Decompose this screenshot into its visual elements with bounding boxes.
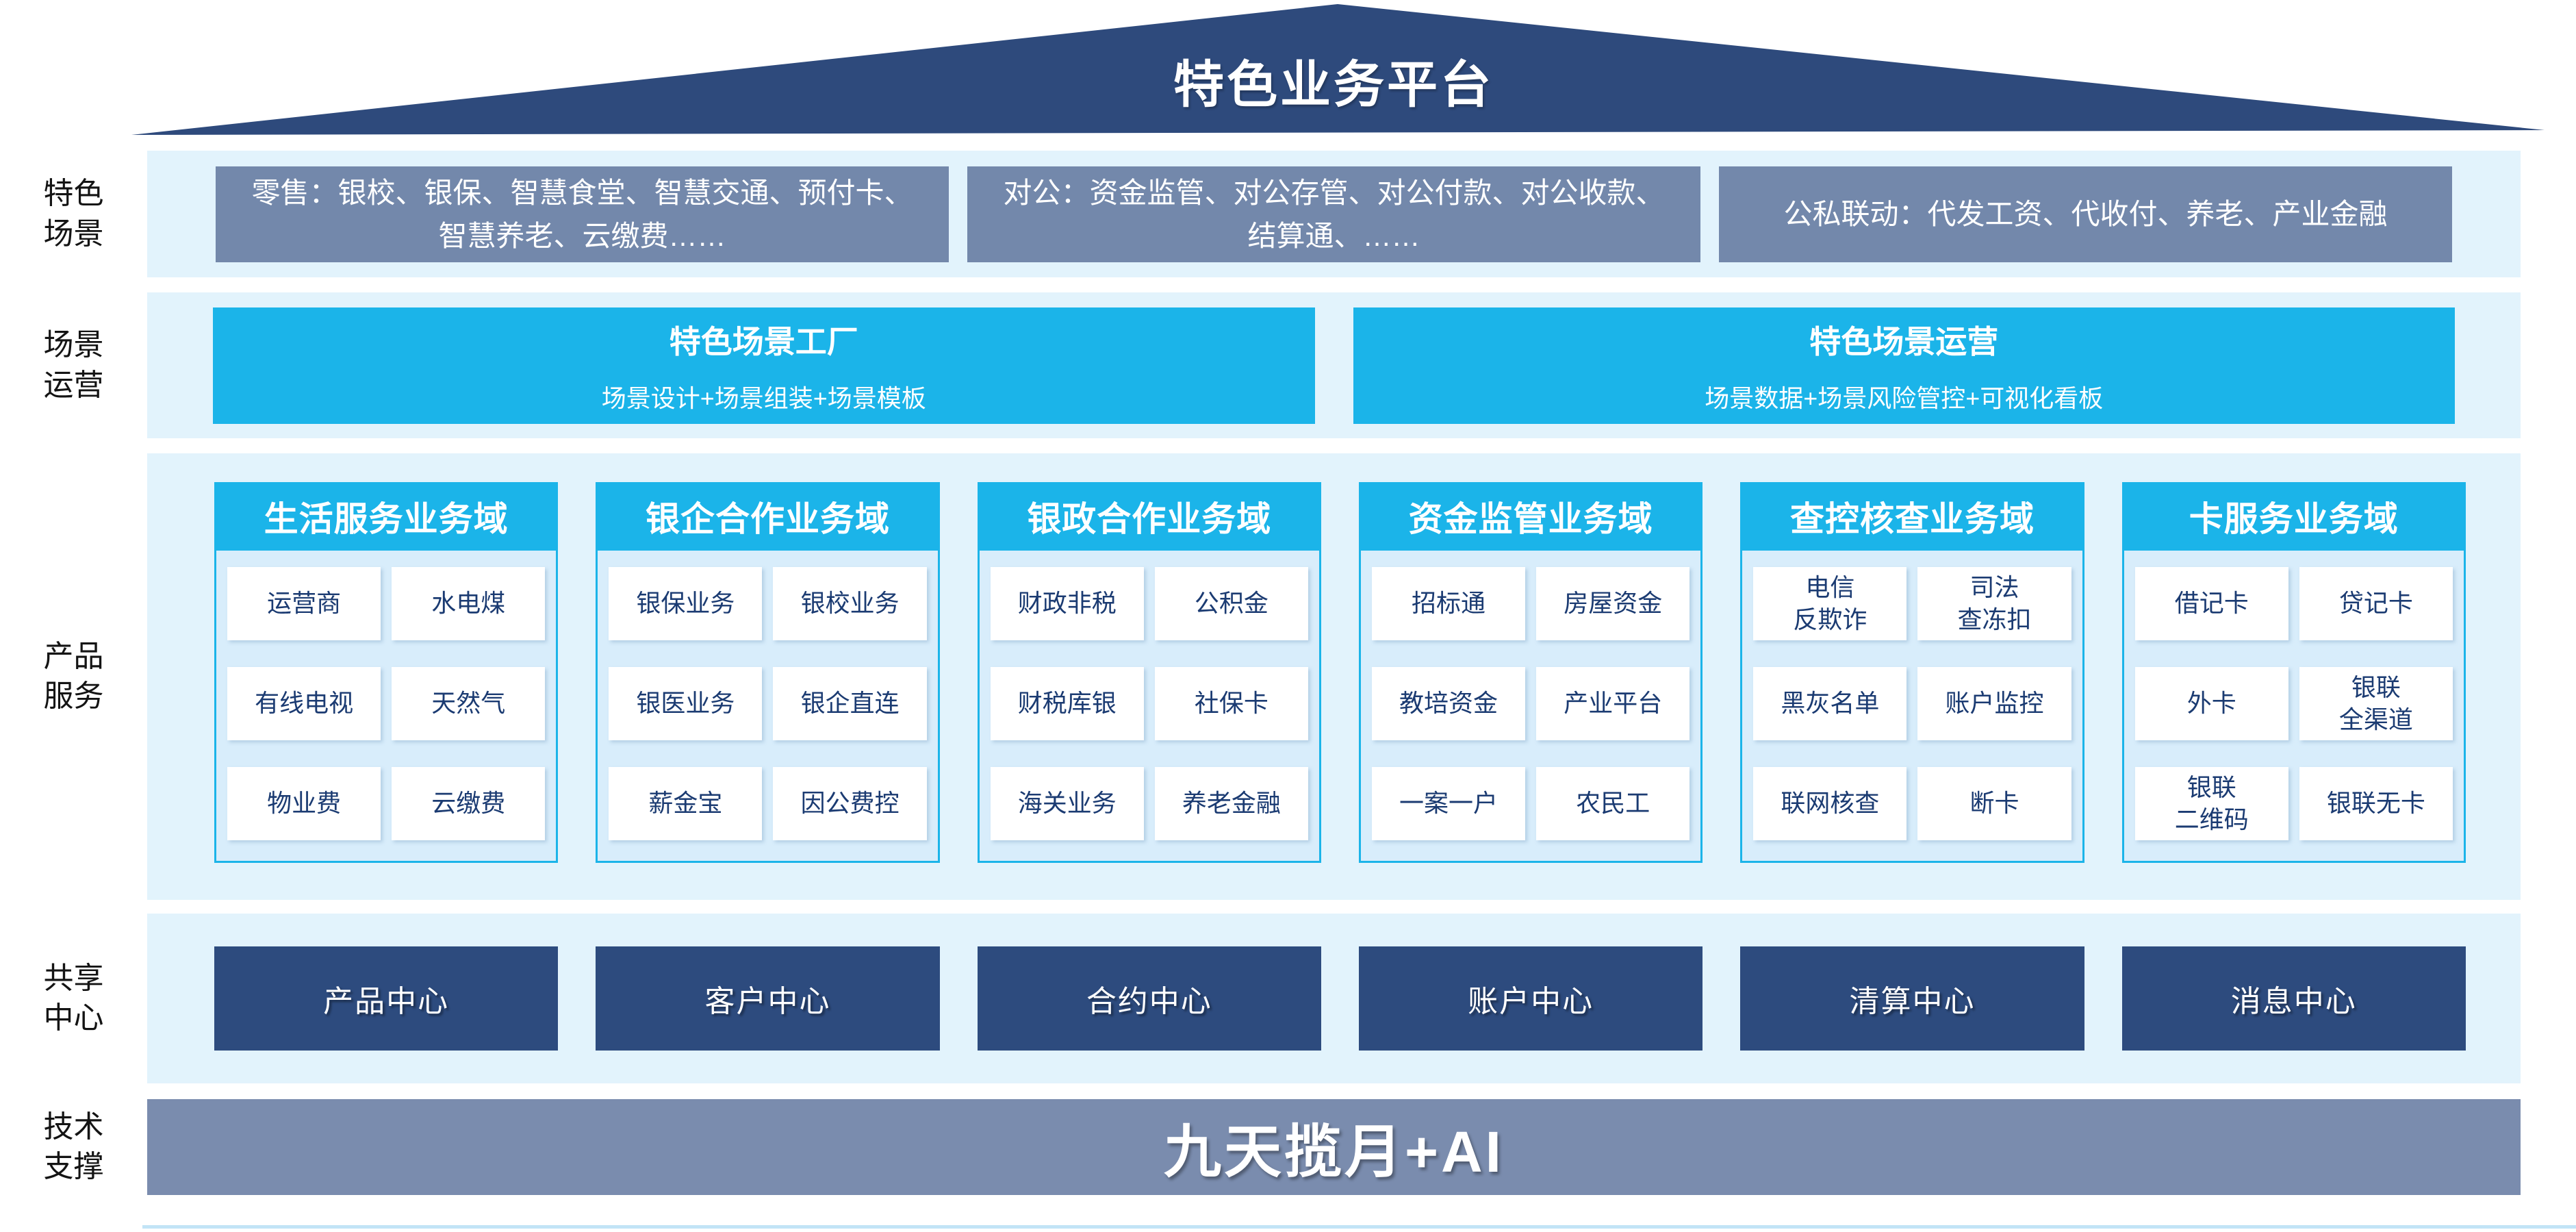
bottom-divider-line (142, 1225, 2576, 1229)
product-cell: 养老金融 (1154, 767, 1308, 840)
product-cell: 银联无卡 (2299, 767, 2453, 840)
product-cell: 社保卡 (1154, 667, 1308, 740)
scenario-box-corporate: 对公：资金监管、对公存管、对公付款、对公收款、结算通、…… (967, 166, 1700, 262)
product-cell: 银联 二维码 (2134, 767, 2288, 840)
product-cell: 财税库银 (990, 667, 1144, 740)
product-cell: 电信 反欺诈 (1753, 567, 1907, 640)
center-box-clearing: 清算中心 (1740, 946, 2084, 1051)
domain-header: 银企合作业务域 (596, 482, 940, 551)
scenario-band: 零售：银校、银保、智慧食堂、智慧交通、预付卡、智慧养老、云缴费…… 对公：资金监… (147, 151, 2521, 277)
side-label-scenario: 特色 场景 (43, 177, 104, 251)
side-label-support: 技术 支撑 (43, 1109, 104, 1183)
product-cell: 账户监控 (1917, 667, 2071, 740)
domain-column-bank-government: 银政合作业务域 财政非税 公积金 财税库银 社保卡 海关业务 养老金融 (977, 482, 1321, 863)
domain-header: 生活服务业务域 (214, 482, 559, 551)
center-box-message: 消息中心 (2121, 946, 2466, 1051)
platform-title: 特色业务平台 (1173, 55, 1494, 113)
product-cell: 农民工 (1536, 767, 1690, 840)
product-cell: 银联 全渠道 (2299, 667, 2453, 740)
tech-support-text: 九天揽月+AI (1163, 1119, 1505, 1184)
product-cell: 因公费控 (773, 767, 927, 840)
operation-band: 特色场景工厂 场景设计+场景组装+场景模板 特色场景运营 场景数据+场景风险管控… (147, 292, 2521, 438)
domain-header: 资金监管业务域 (1358, 482, 1703, 551)
product-cell: 银保业务 (609, 567, 763, 640)
product-cell: 银医业务 (609, 667, 763, 740)
product-band: 生活服务业务域 运营商 水电煤 有线电视 天然气 物业费 云缴费 银企合作业务域… (147, 453, 2521, 900)
scene-operation-box: 特色场景运营 场景数据+场景风险管控+可视化看板 (1353, 307, 2455, 424)
shared-band: 产品中心 客户中心 合约中心 账户中心 清算中心 消息中心 (147, 914, 2521, 1083)
domain-header: 查控核查业务域 (1740, 482, 2084, 551)
product-cell: 联网核查 (1753, 767, 1907, 840)
product-cell: 水电煤 (392, 567, 546, 640)
scene-factory-title: 特色场景工厂 (669, 323, 858, 360)
product-cell: 有线电视 (227, 667, 381, 740)
domain-body: 借记卡 贷记卡 外卡 银联 全渠道 银联 二维码 银联无卡 (2121, 551, 2466, 863)
scene-factory-subtitle: 场景设计+场景组装+场景模板 (601, 384, 926, 412)
product-cell: 招标通 (1371, 567, 1526, 640)
product-cell: 借记卡 (2134, 567, 2288, 640)
product-cell: 外卡 (2134, 667, 2288, 740)
product-cell: 天然气 (392, 667, 546, 740)
product-cell: 物业费 (227, 767, 381, 840)
product-cell: 银企直连 (773, 667, 927, 740)
product-cell: 教培资金 (1371, 667, 1526, 740)
product-cell: 海关业务 (990, 767, 1144, 840)
scene-operation-subtitle: 场景数据+场景风险管控+可视化看板 (1705, 384, 2104, 412)
domain-body: 运营商 水电煤 有线电视 天然气 物业费 云缴费 (214, 551, 559, 863)
center-box-product: 产品中心 (214, 946, 559, 1051)
scene-factory-box: 特色场景工厂 场景设计+场景组装+场景模板 (213, 307, 1315, 424)
domain-header: 卡服务业务域 (2121, 482, 2466, 551)
product-cell: 银校业务 (773, 567, 927, 640)
domain-column-inquiry-control: 查控核查业务域 电信 反欺诈 司法 查冻扣 黑灰名单 账户监控 联网核查 断卡 (1740, 482, 2084, 863)
product-cell: 云缴费 (392, 767, 546, 840)
domain-body: 招标通 房屋资金 教培资金 产业平台 一案一户 农民工 (1358, 551, 1703, 863)
domain-body: 银保业务 银校业务 银医业务 银企直连 薪金宝 因公费控 (596, 551, 940, 863)
side-label-product: 产品 服务 (43, 639, 104, 713)
product-cell: 贷记卡 (2299, 567, 2453, 640)
product-cell: 房屋资金 (1536, 567, 1690, 640)
domain-header: 银政合作业务域 (977, 482, 1321, 551)
product-cell: 断卡 (1917, 767, 2071, 840)
tech-support-bar: 九天揽月+AI (147, 1099, 2521, 1195)
scene-operation-title: 特色场景运营 (1809, 323, 1999, 360)
side-label-operation: 场景 运营 (43, 328, 104, 402)
product-cell: 产业平台 (1536, 667, 1690, 740)
product-cell: 财政非税 (990, 567, 1144, 640)
domain-body: 电信 反欺诈 司法 查冻扣 黑灰名单 账户监控 联网核查 断卡 (1740, 551, 2084, 863)
domain-body: 财政非税 公积金 财税库银 社保卡 海关业务 养老金融 (977, 551, 1321, 863)
center-box-customer: 客户中心 (596, 946, 940, 1051)
domain-column-fund-supervision: 资金监管业务域 招标通 房屋资金 教培资金 产业平台 一案一户 农民工 (1358, 482, 1703, 863)
center-box-contract: 合约中心 (977, 946, 1321, 1051)
roof-banner-shape (131, 4, 2545, 135)
domain-column-bank-enterprise: 银企合作业务域 银保业务 银校业务 银医业务 银企直连 薪金宝 因公费控 (596, 482, 940, 863)
domain-column-card-services: 卡服务业务域 借记卡 贷记卡 外卡 银联 全渠道 银联 二维码 银联无卡 (2121, 482, 2466, 863)
product-cell: 运营商 (227, 567, 381, 640)
product-cell: 薪金宝 (609, 767, 763, 840)
center-box-account: 账户中心 (1358, 946, 1703, 1051)
product-cell: 一案一户 (1371, 767, 1526, 840)
product-cell: 司法 查冻扣 (1917, 567, 2071, 640)
side-label-shared: 共享 中心 (43, 961, 104, 1035)
domain-column-life-services: 生活服务业务域 运营商 水电煤 有线电视 天然气 物业费 云缴费 (214, 482, 559, 863)
scenario-box-retail: 零售：银校、银保、智慧食堂、智慧交通、预付卡、智慧养老、云缴费…… (216, 166, 949, 262)
product-cell: 黑灰名单 (1753, 667, 1907, 740)
product-cell: 公积金 (1154, 567, 1308, 640)
scenario-box-linkage: 公私联动：代发工资、代收付、养老、产业金融 (1719, 166, 2452, 262)
